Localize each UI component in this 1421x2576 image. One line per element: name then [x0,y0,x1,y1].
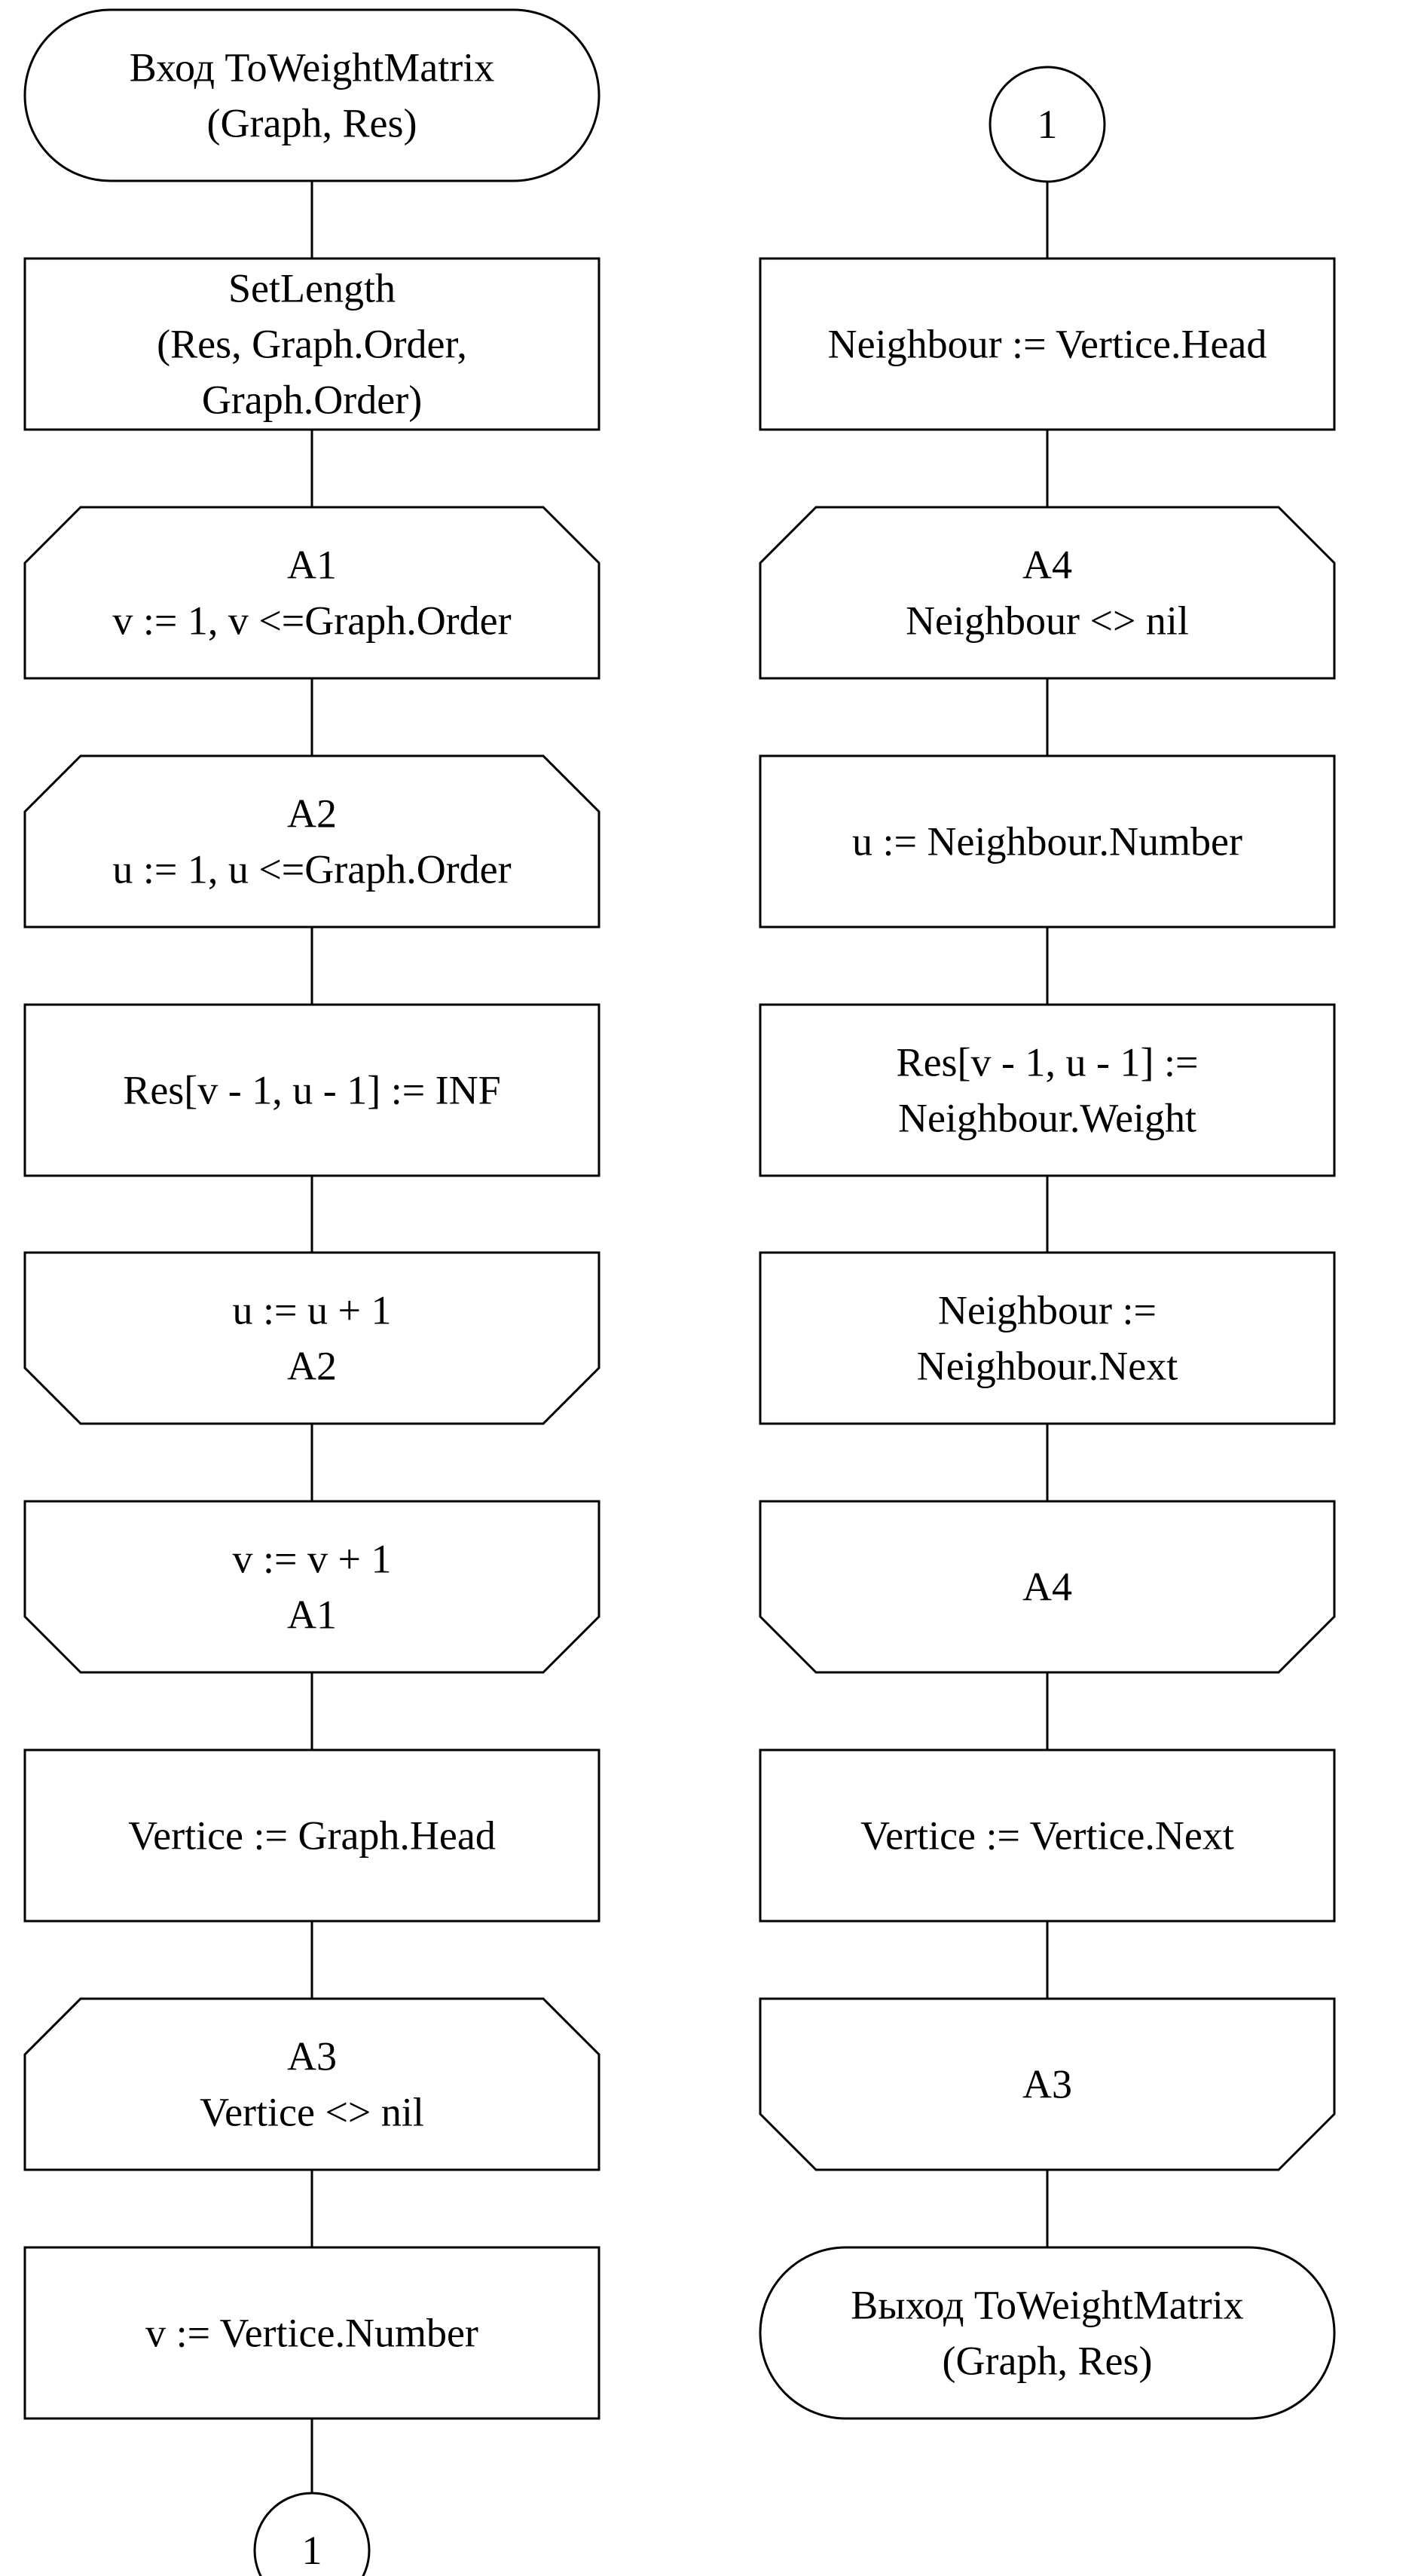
loop-end-shape [23,1500,600,1674]
flowchart-nodes: Вход ToWeightMatrix (Graph, Res) SetLength… [23,8,1336,2576]
terminator-shape [759,2246,1336,2420]
node-label-line: A1 [287,1592,337,1638]
neighbour-next-node: Neighbour := Neighbour.Next [759,1251,1336,1425]
process-shape [759,1003,1336,1177]
node-label-line: 1 [302,2528,322,2573]
res-weight-node: Res[v - 1, u - 1] := Neighbour.Weight [759,1003,1336,1177]
node-label-line: (Graph, Res) [207,101,417,146]
connector-in-node: 1 [989,66,1106,183]
node-label-line: Vertice <> nil [200,2090,424,2135]
node-label-line: A2 [287,791,337,837]
start-node: Вход ToWeightMatrix (Graph, Res) [23,8,600,182]
loop-a3-end-node: A3 [759,1997,1336,2171]
process-shape [23,1003,600,1177]
setlength-node: SetLength (Res, Graph.Order, Graph.Order) [23,257,600,431]
node-label-line: Выход ToWeightMatrix [851,2283,1243,2328]
node-label-line: v := 1, v <=Graph.Order [112,598,511,644]
u-number-node: u := Neighbour.Number [759,754,1336,929]
process-shape [759,257,1336,431]
process-shape [23,1748,600,1923]
loop-end-shape [759,1500,1336,1674]
node-label-line: A4 [1022,543,1072,588]
end-node: Выход ToWeightMatrix (Graph, Res) [759,2246,1336,2420]
node-label-line: (Graph, Res) [943,2339,1153,2384]
node-label-line: A2 [287,1344,337,1389]
loop-a1-end-node: v := v + 1 A1 [23,1500,600,1674]
loop-a4-end-node: A4 [759,1500,1336,1674]
node-label-line: Res[v - 1, u - 1] := [897,1040,1199,1085]
connector-out-node: 1 [253,2492,371,2576]
node-label-line: Res[v - 1, u - 1] := INF [123,1068,500,1113]
loop-a2-begin-node: A2 u := 1, u <=Graph.Order [23,754,600,929]
v-number-node: v := Vertice.Number [23,2246,600,2420]
loop-end-shape [23,1251,600,1425]
process-shape [23,257,600,431]
node-label-line: SetLength [228,266,396,311]
node-label-line: (Res, Graph.Order, [157,322,467,367]
node-label-line: Neighbour := Vertice.Head [828,322,1267,367]
res-inf-node: Res[v - 1, u - 1] := INF [23,1003,600,1177]
node-label-line: v := Vertice.Number [145,2311,478,2356]
connector-circle [989,66,1106,183]
node-label-line: A4 [1022,1565,1072,1610]
node-label-line: Vertice := Graph.Head [128,1813,496,1859]
process-shape [759,754,1336,929]
process-shape [759,1251,1336,1425]
connector-circle [253,2492,371,2576]
loop-end-shape [759,1997,1336,2171]
loop-a1-begin-node: A1 v := 1, v <=Graph.Order [23,506,600,680]
node-label-line: v := v + 1 [233,1537,392,1582]
neighbour-head-node: Neighbour := Vertice.Head [759,257,1336,431]
node-label-line: u := Neighbour.Number [852,819,1242,864]
node-label-line: u := 1, u <=Graph.Order [112,847,511,892]
loop-a2-end-node: u := u + 1 A2 [23,1251,600,1425]
node-label-line: A3 [287,2034,337,2079]
node-label-line: Neighbour.Weight [898,1096,1196,1141]
node-label-line: Neighbour.Next [917,1344,1178,1389]
process-shape [759,1748,1336,1923]
node-label-line: Вход ToWeightMatrix [130,45,494,90]
node-label-line: Neighbour := [938,1288,1157,1333]
loop-begin-shape [23,754,600,929]
node-label-line: 1 [1037,102,1058,147]
node-label-line: Graph.Order) [202,378,422,423]
vertice-head-node: Vertice := Graph.Head [23,1748,600,1923]
process-shape [23,2246,600,2420]
node-label-line: A1 [287,543,337,588]
terminator-shape [23,8,600,182]
node-label-line: A3 [1022,2062,1072,2107]
node-label-line: u := u + 1 [233,1288,392,1333]
flowchart-connectors [310,181,1049,2493]
node-label-line: Vertice := Vertice.Next [860,1813,1234,1859]
loop-begin-shape [759,506,1336,680]
loop-begin-shape [23,506,600,680]
node-label-line: Neighbour <> nil [906,598,1189,644]
vertice-next-node: Vertice := Vertice.Next [759,1748,1336,1923]
loop-begin-shape [23,1997,600,2171]
